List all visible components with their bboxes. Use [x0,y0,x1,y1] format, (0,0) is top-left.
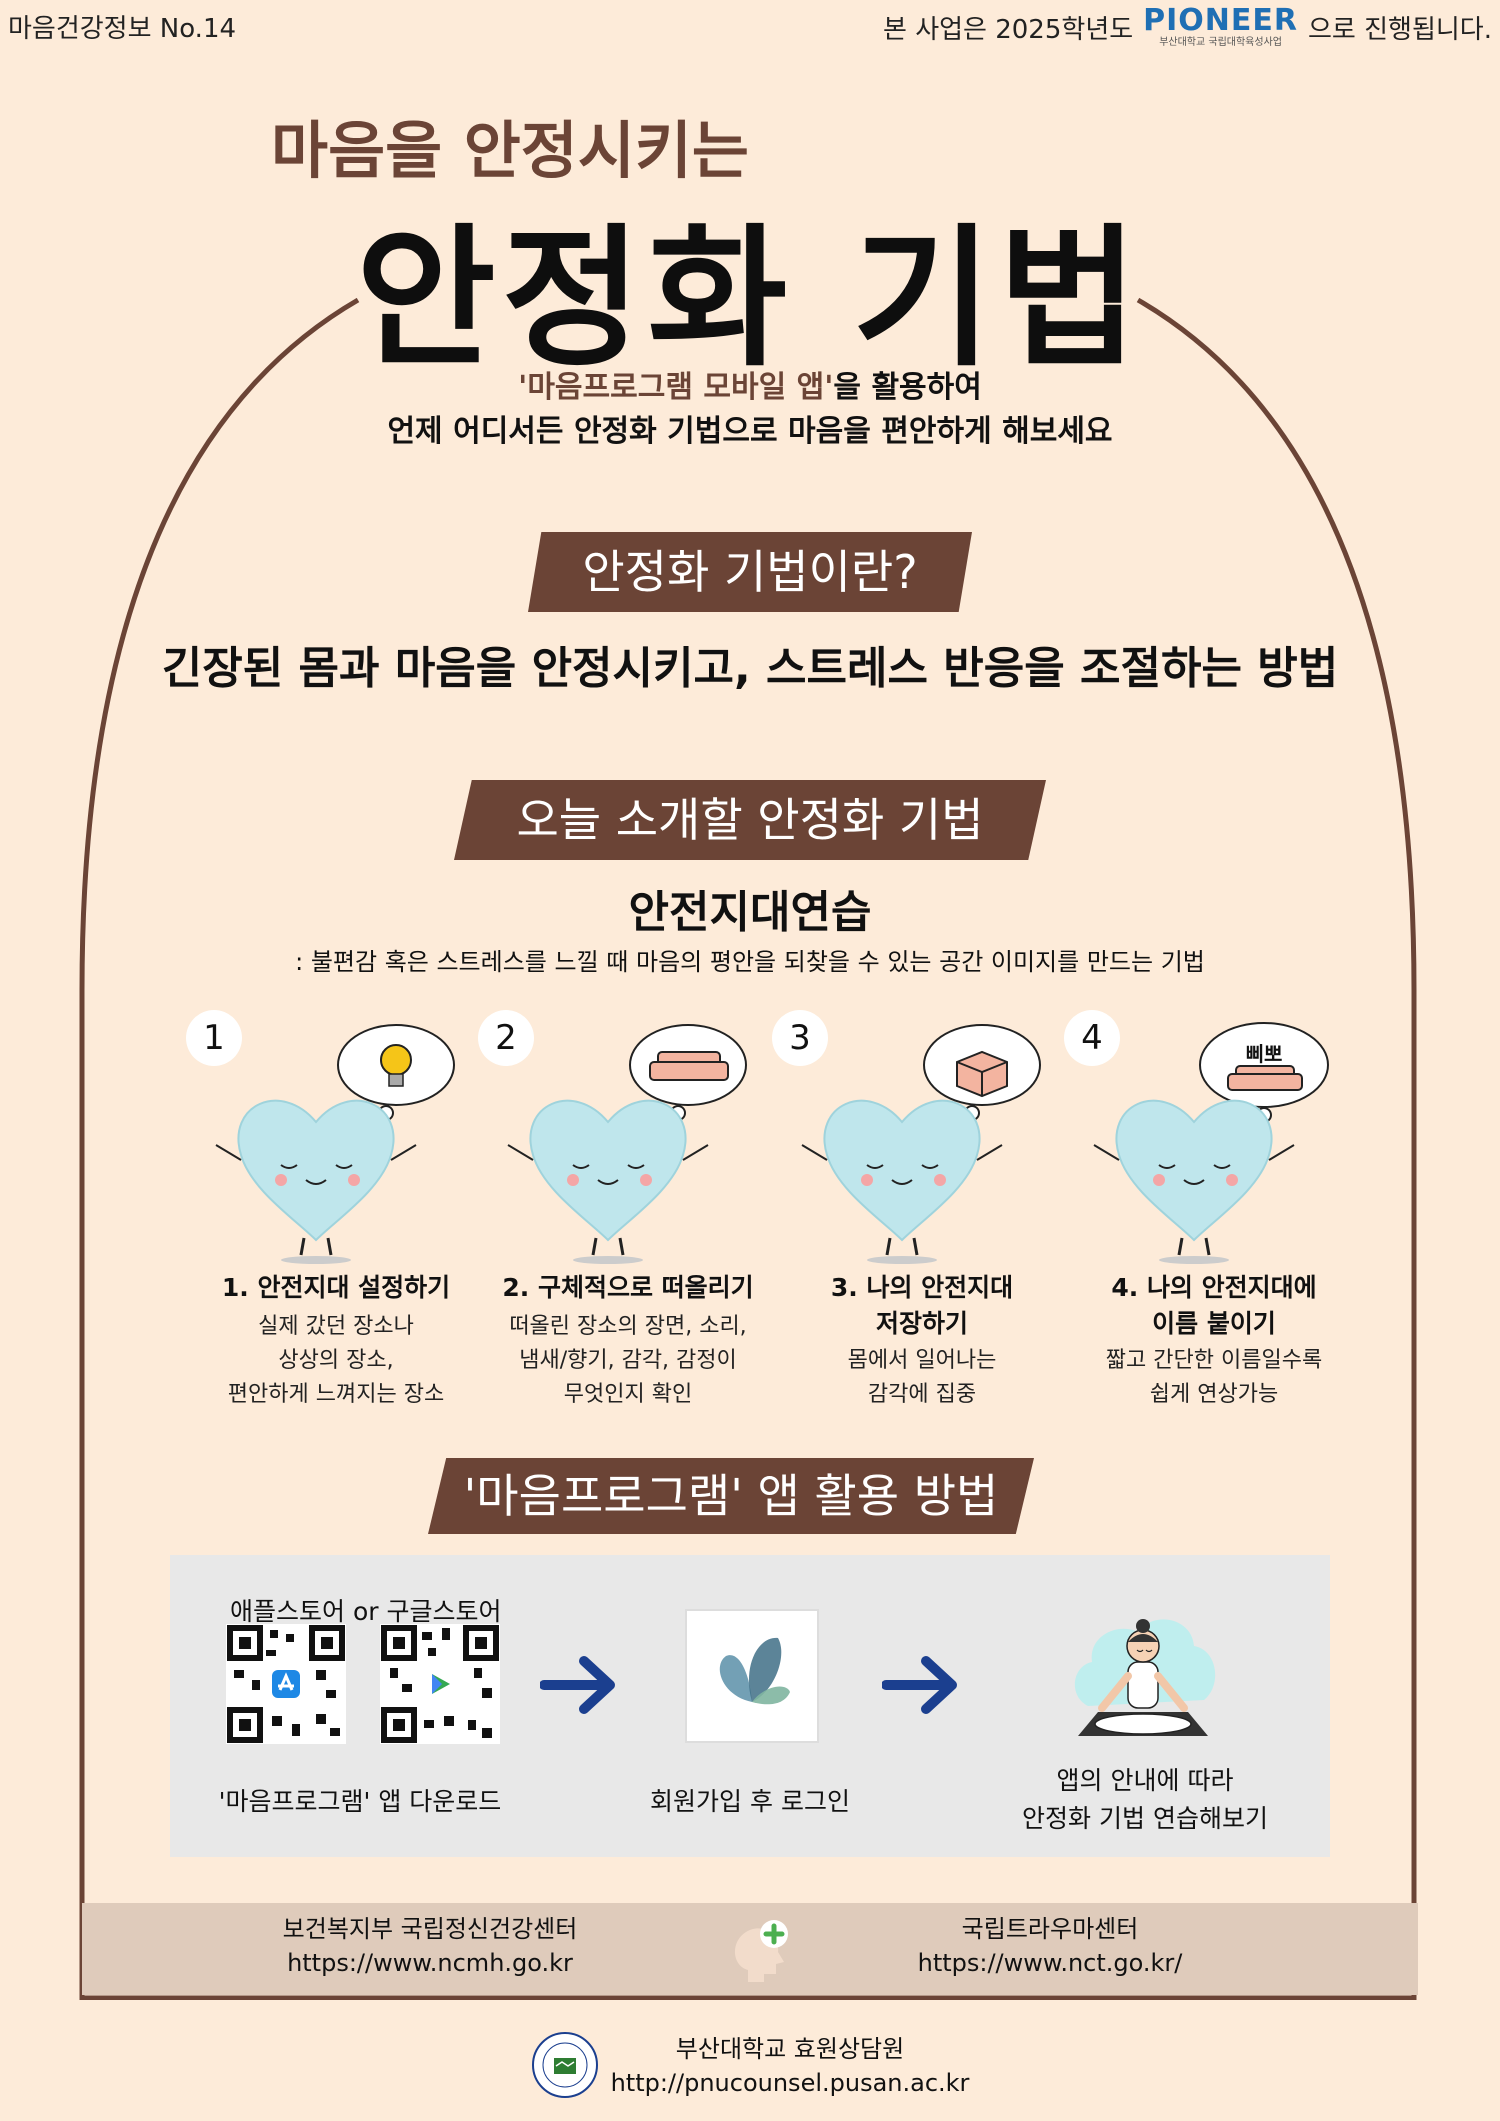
caption-line: 앱의 안내에 따라 [1056,1766,1234,1795]
nct-link[interactable]: 국립트라우마센터 https://www.nct.go.kr/ [880,1912,1220,1980]
step-body-line: 쉽게 연상가능 [1149,1382,1279,1407]
pioneer-logo-text: PIONEER [1143,3,1299,38]
step-3: 3 3. 나의 안전지대 저장하기 몸에서 일어나는 감각에 집중 [772,1010,1072,1410]
banner-today: 오늘 소개할 안정화 기법 [454,780,1046,860]
definition-text: 긴장된 몸과 마음을 안정시키고, 스트레스 반응을 조절하는 방법 [161,643,1339,694]
step-body-line: 감각에 집중 [867,1382,977,1407]
step-number: 2 [478,1010,534,1066]
nct-name: 국립트라우마센터 [961,1915,1139,1943]
step-title-line: 4. 나의 안전지대에 [1111,1273,1317,1302]
step-title: 3. 나의 안전지대 저장하기 [772,1270,1072,1342]
pioneer-logo-sub: 부산대학교 국립대학육성사업 [1159,37,1282,48]
pioneer-logo: PIONEER 부산대학교 국립대학육성사업 [1143,6,1298,48]
org-name: 부산대학교 효원상담원 [675,2035,905,2063]
step-4: 삐뽀 4 4. 나의 안전지대에 이름 붙이기 짧고 간단한 이름일수록 쉽게 … [1064,1010,1364,1410]
mental-health-head-icon [734,1920,788,1982]
sponsor-prefix: 본 사업은 2025학년도 [883,14,1134,45]
step-body-line: 무엇인지 확인 [563,1382,693,1407]
intro-highlight: '마음프로그램 모바일 앱' [518,370,834,405]
step-body: 떠올린 장소의 장면, 소리, 냄새/향기, 감각, 감정이 무엇인지 확인 [478,1310,778,1412]
step-1: 1 1. 안전지대 설정하기 실제 갔던 장소나 상상의 장소, 편안하게 느껴… [186,1010,486,1410]
university-seal-icon [532,2032,598,2098]
meditation-icon [1074,1619,1216,1736]
step-body-line: 떠올린 장소의 장면, 소리, [509,1314,747,1339]
step-download-caption: '마음프로그램' 앱 다운로드 [218,1787,502,1816]
step-body: 몸에서 일어나는 감각에 집중 [772,1344,1072,1412]
sponsor-line: 본 사업은 2025학년도 PIONEER 부산대학교 국립대학육성사업 으로 … [883,6,1492,48]
step-title: 2. 구체적으로 떠올리기 [502,1273,754,1302]
technique-name: 안전지대연습 [628,887,872,938]
org-info: 부산대학교 효원상담원 http://pnucounsel.pusan.ac.k… [560,2032,1020,2100]
step-body-line: 상상의 장소, [278,1348,394,1373]
heart-box-icon [801,1024,1041,1264]
caption-line: 안정화 기법 연습해보기 [1022,1804,1268,1833]
app-logo-icon [685,1609,819,1743]
ncmh-name: 보건복지부 국립정신건강센터 [282,1915,578,1943]
step-body: 실제 갔던 장소나 상상의 장소, 편안하게 느껴지는 장소 [186,1310,486,1412]
step-title: 4. 나의 안전지대에 이름 붙이기 [1064,1270,1364,1342]
org-url[interactable]: http://pnucounsel.pusan.ac.kr [610,2069,970,2097]
step-title-line: 저장하기 [875,1309,968,1338]
ncmh-url[interactable]: https://www.ncmh.go.kr [287,1949,573,1977]
google-play-qr-icon[interactable] [380,1624,500,1744]
step-title-line: 이름 붙이기 [1152,1309,1276,1338]
step-title: 1. 안전지대 설정하기 [221,1273,451,1302]
intro-line1: 을 활용하여 [833,370,982,405]
heart-character-icon [215,1024,455,1264]
nct-url[interactable]: https://www.nct.go.kr/ [917,1949,1183,1977]
heart-named-sofa-icon [1093,1022,1329,1264]
intro-line2: 언제 어디서든 안정화 기법으로 마음을 편안하게 해보세요 [387,414,1113,449]
app-store-qr-icon[interactable] [226,1624,346,1744]
arrow-right-icon [540,1656,615,1714]
step-number: 4 [1064,1010,1120,1066]
arch-frame [79,297,1417,2000]
arrow-right-icon [882,1656,957,1714]
step-body-line: 냄새/향기, 감각, 감정이 [519,1348,737,1373]
technique-desc: : 불편감 혹은 스트레스를 느낄 때 마음의 평안을 되찾을 수 있는 공간 … [295,948,1205,976]
hero-intro: '마음프로그램 모바일 앱'을 활용하여 언제 어디서든 안정화 기법으로 마음… [0,366,1500,454]
hero-subtitle: 마음을 안정시키는 [271,114,749,187]
ncmh-link[interactable]: 보건복지부 국립정신건강센터 https://www.ncmh.go.kr [250,1912,610,1980]
step-practice-caption: 앱의 안내에 따라 안정화 기법 연습해보기 [980,1762,1310,1838]
step-2: 2 2. 구체적으로 떠올리기 떠올린 장소의 장면, 소리, 냄새/향기, 감… [478,1010,778,1410]
heart-sofa-icon [507,1024,747,1264]
issue-label: 마음건강정보 No.14 [8,14,237,44]
banner-app-usage: '마음프로그램' 앱 활용 방법 [428,1458,1034,1534]
step-title-line: 3. 나의 안전지대 [830,1273,1014,1302]
bubble-label: 삐뽀 [1245,1042,1283,1066]
step-number: 1 [186,1010,242,1066]
step-number: 3 [772,1010,828,1066]
sponsor-suffix: 으로 진행됩니다. [1308,14,1492,45]
step-body: 짧고 간단한 이름일수록 쉽게 연상가능 [1064,1344,1364,1412]
step-body-line: 짧고 간단한 이름일수록 [1105,1348,1323,1373]
store-label: 애플스토어 or 구글스토어 [230,1597,502,1626]
step-body-line: 편안하게 느껴지는 장소 [227,1382,445,1407]
hero-title: 안정화 기법 [355,210,1145,387]
step-body-line: 몸에서 일어나는 [847,1348,997,1373]
step-login-caption: 회원가입 후 로그인 [650,1787,850,1816]
banner-what-is: 안정화 기법이란? [528,532,972,612]
step-body-line: 실제 갔던 장소나 [258,1314,414,1339]
